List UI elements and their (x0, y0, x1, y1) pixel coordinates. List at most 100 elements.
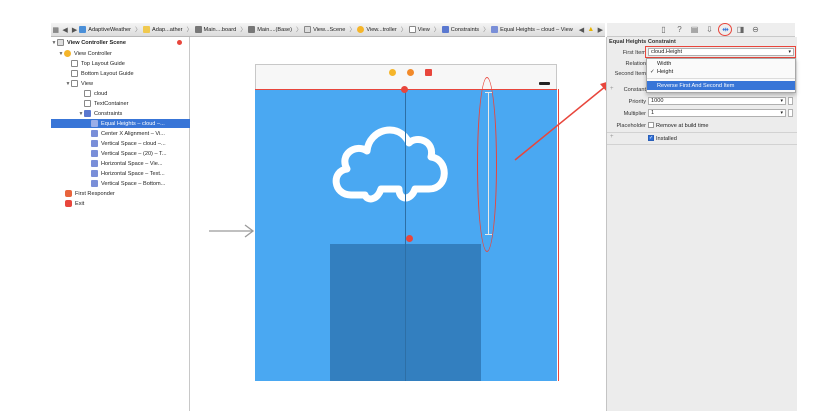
folder-icon (143, 26, 151, 33)
issue-prev-button[interactable]: ◀ (578, 26, 585, 34)
forward-button[interactable]: ▶ (71, 26, 78, 34)
add-icon[interactable]: + (610, 86, 614, 92)
document-outline: ▼ View Controller Scene ▼ View Controlle… (51, 37, 229, 411)
exit-icon (65, 200, 72, 207)
view-icon (71, 80, 78, 87)
placeholder-label: Placeholder (616, 123, 646, 129)
constraint-icon (91, 150, 98, 157)
identity-inspector-icon[interactable]: ▤ (690, 25, 699, 34)
disclosure-triangle-icon[interactable]: ▼ (65, 80, 71, 87)
breadcrumb-folder[interactable]: Adap...ather (143, 26, 183, 33)
outline-row-view[interactable]: ▼ View (65, 80, 94, 87)
outline-row-vertical-space-bottom[interactable]: Vertical Space – Bottom... (51, 179, 229, 188)
callout-arrow (514, 80, 613, 161)
breadcrumb-separator: 〉 (349, 28, 356, 34)
breadcrumb-constraint[interactable]: Equal Heights – cloud – View (491, 26, 573, 33)
constraints-icon (441, 26, 449, 33)
inspector-toolbar: ▯ ? ▤ ⇩ ⇹ ◨ ⊖ (607, 23, 795, 37)
priority-field[interactable]: 1000 ▾ (648, 97, 786, 105)
menu-item-height[interactable]: Height (657, 69, 674, 75)
constraint-line[interactable] (558, 89, 559, 381)
outline-row-text-container[interactable]: TextContainer (51, 99, 222, 108)
storyboard-icon (248, 26, 256, 33)
installed-checkbox[interactable]: ✓ (648, 135, 654, 141)
relation-label: Relation (625, 61, 646, 67)
breadcrumb-separator: 〉 (240, 28, 247, 34)
outline-row-bottom-layout-guide[interactable]: Bottom Layout Guide (51, 69, 209, 78)
disclosure-triangle-icon[interactable]: ▼ (78, 110, 84, 117)
constraint-icon (91, 130, 98, 137)
constraint-icon (91, 180, 98, 187)
view-icon (408, 26, 416, 33)
outline-row-cloud[interactable]: cloud (51, 89, 222, 98)
breadcrumb-separator: 〉 (483, 28, 490, 34)
divider (607, 132, 797, 133)
connections-inspector-icon[interactable]: ◨ (736, 25, 745, 34)
first-item-label: First Item (622, 50, 646, 56)
multiplier-field[interactable]: 1 ▾ (648, 109, 786, 117)
constraint-icon (91, 120, 98, 127)
back-button[interactable]: ◀ (62, 26, 68, 34)
add-icon[interactable]: + (610, 134, 614, 140)
first-item-dropdown-menu: Width ✓ Height Reverse First And Second … (646, 58, 796, 93)
installed-label: Installed (656, 136, 677, 142)
constraint-badge-icon[interactable] (406, 235, 413, 242)
outline-row-first-responder[interactable]: First Responder (51, 189, 203, 198)
size-inspector-highlight (718, 23, 732, 36)
issue-next-button[interactable]: ▶ (597, 26, 603, 34)
constraint-icon (491, 26, 499, 33)
outline-row-horizontal-space-text[interactable]: Horizontal Space – Text... (51, 169, 229, 178)
outline-row-center-x[interactable]: Center X Alignment – Vi... (51, 129, 229, 138)
view-controller-icon[interactable] (389, 69, 396, 76)
outline-row-exit[interactable]: Exit (51, 199, 203, 208)
priority-stepper[interactable] (788, 97, 793, 105)
outline-row-scene[interactable]: ▼ View Controller Scene (51, 38, 189, 47)
breadcrumb-controller[interactable]: View...troller (357, 26, 397, 33)
quick-help-icon[interactable]: ? (677, 25, 682, 34)
breadcrumb-project[interactable]: AdaptiveWeather (79, 26, 131, 33)
constraint-badge-icon[interactable] (401, 86, 408, 93)
size-inspector: Equal Heights Constraint First Item clou… (606, 37, 797, 411)
breadcrumb-view[interactable]: View (408, 26, 430, 33)
outline-row-vertical-space-20[interactable]: Vertical Space – (20) – T... (51, 149, 229, 158)
center-alignment-line[interactable] (405, 89, 406, 381)
disclosure-triangle-icon[interactable]: ▼ (51, 39, 57, 46)
outline-row-constraints[interactable]: ▼ Constraints (78, 110, 123, 117)
error-badge-icon[interactable] (177, 40, 182, 45)
first-responder-icon[interactable] (407, 69, 414, 76)
outline-row-vertical-space-cloud[interactable]: Vertical Space – cloud –... (51, 139, 229, 148)
entry-point-arrow[interactable] (208, 224, 258, 238)
outline-row-equal-heights[interactable]: Equal Heights – cloud –... (51, 119, 229, 128)
remove-at-build-checkbox[interactable] (648, 122, 654, 128)
outline-row-view-controller[interactable]: ▼ View Controller (58, 50, 112, 57)
breadcrumb-storyboard[interactable]: Main....board (194, 26, 236, 33)
menu-item-width[interactable]: Width (657, 61, 672, 67)
first-item-select[interactable]: cloud.Height ▾ (648, 48, 794, 56)
priority-label: Priority (628, 99, 646, 105)
breadcrumb-constraints[interactable]: Constraints (441, 26, 479, 33)
breadcrumb-scene[interactable]: View...Scene (304, 26, 345, 33)
breadcrumb-separator: 〉 (135, 28, 142, 34)
file-inspector-icon[interactable]: ▯ (661, 25, 666, 34)
attributes-inspector-icon[interactable]: ⇩ (706, 25, 713, 34)
grid-icon[interactable]: ▦ (52, 26, 60, 34)
scene-icon (57, 39, 64, 46)
bindings-inspector-icon[interactable]: ⊖ (752, 25, 759, 34)
section-title: Equal Heights Constraint (609, 39, 676, 45)
cloud-icon[interactable] (327, 115, 453, 205)
exit-icon[interactable] (425, 69, 432, 76)
breadcrumb-base[interactable]: Main....(Base) (248, 26, 292, 33)
outline-row-horizontal-space-view[interactable]: Horizontal Space – Vie... (51, 159, 229, 168)
outline-row-top-layout-guide[interactable]: Top Layout Guide (51, 59, 209, 68)
menu-item-reverse[interactable]: Reverse First And Second Item (647, 81, 795, 90)
layout-guide-icon (71, 70, 78, 77)
dropdown-arrow-icon: ▾ (788, 49, 791, 55)
warning-icon[interactable]: ▲ (587, 26, 595, 33)
divider (607, 144, 797, 145)
constant-label: Constant (623, 87, 646, 93)
multiplier-stepper[interactable] (788, 109, 793, 117)
constraint-icon (91, 170, 98, 177)
checkmark-icon: ✓ (650, 69, 655, 75)
disclosure-triangle-icon[interactable]: ▼ (58, 50, 64, 57)
view-icon (84, 100, 91, 107)
